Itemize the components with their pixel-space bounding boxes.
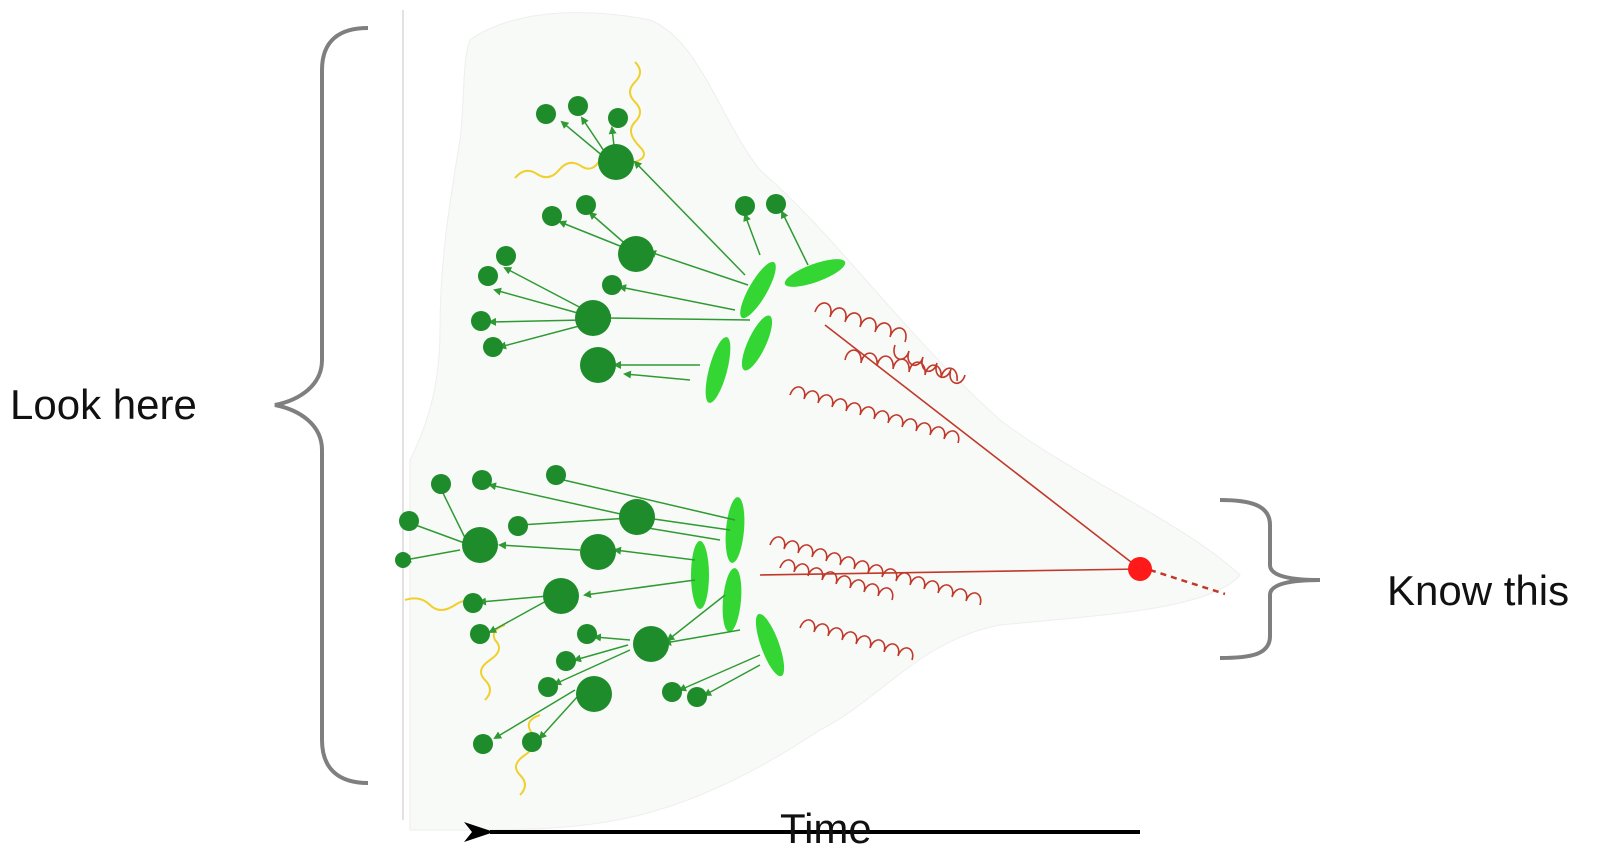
gluon-lines: [759, 302, 1226, 661]
know-this-label: Know this: [1387, 567, 1570, 614]
left-bracket-icon: [274, 26, 369, 785]
hadron-clusters: [691, 259, 846, 677]
final-state-hadrons: [395, 96, 786, 754]
photon-lines: [404, 61, 645, 796]
look-here-label: Look here: [10, 381, 197, 428]
shower-region-blob: [409, 12, 1241, 831]
hard-scatter-vertex: [1128, 557, 1152, 581]
time-label: Time: [780, 805, 872, 852]
right-bracket-icon: [1219, 498, 1321, 660]
hadron-arrows: [403, 116, 809, 740]
